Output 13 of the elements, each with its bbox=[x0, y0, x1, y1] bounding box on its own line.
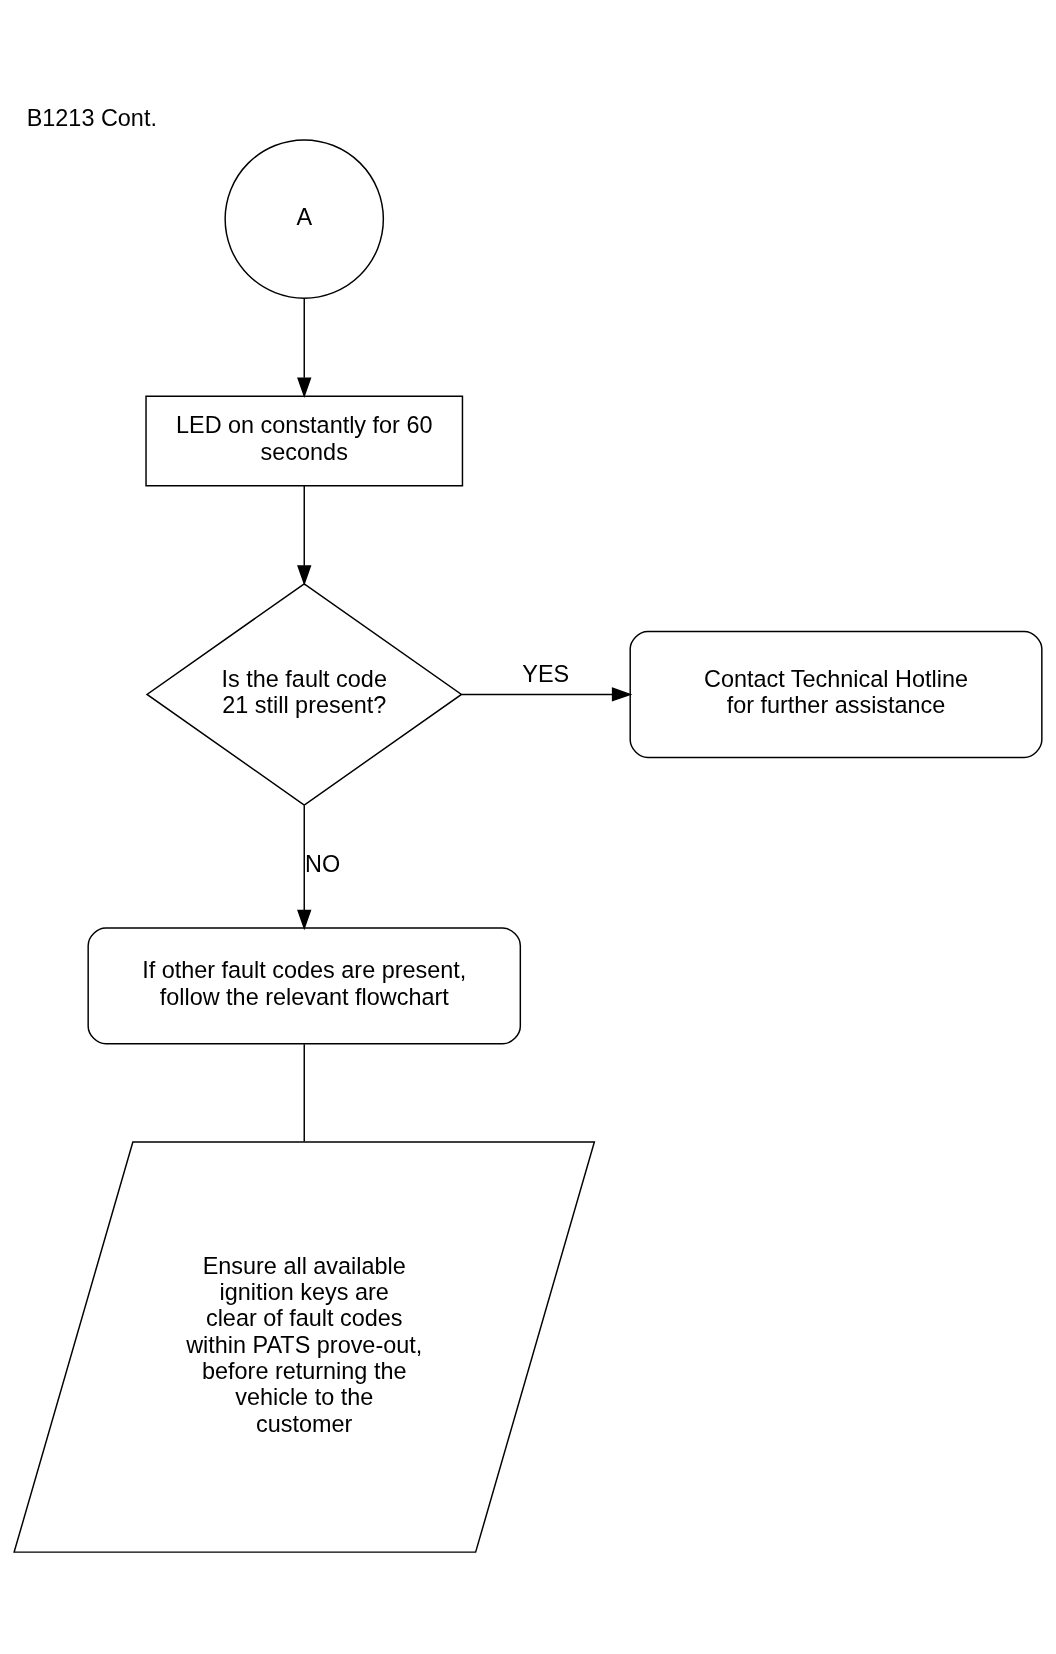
diagram-title: B1213 Cont. bbox=[26, 105, 157, 132]
node-box: LED on constantly for 60 seconds bbox=[145, 395, 464, 487]
arrow bbox=[460, 687, 633, 702]
node-circle: A bbox=[224, 139, 385, 299]
arrow bbox=[297, 804, 312, 931]
node-diamond: Is the fault code 21 still present? bbox=[145, 582, 463, 806]
node-box: Contact Technical Hotline for further assistance bbox=[629, 630, 1043, 759]
node-box: If other fault codes are present, follow the relevant flowchart bbox=[87, 927, 522, 1045]
edge-label: NO bbox=[304, 851, 341, 878]
edge-label: YES bbox=[522, 661, 570, 688]
arrow bbox=[297, 485, 312, 586]
connector bbox=[303, 1043, 305, 1143]
arrow bbox=[297, 297, 312, 398]
